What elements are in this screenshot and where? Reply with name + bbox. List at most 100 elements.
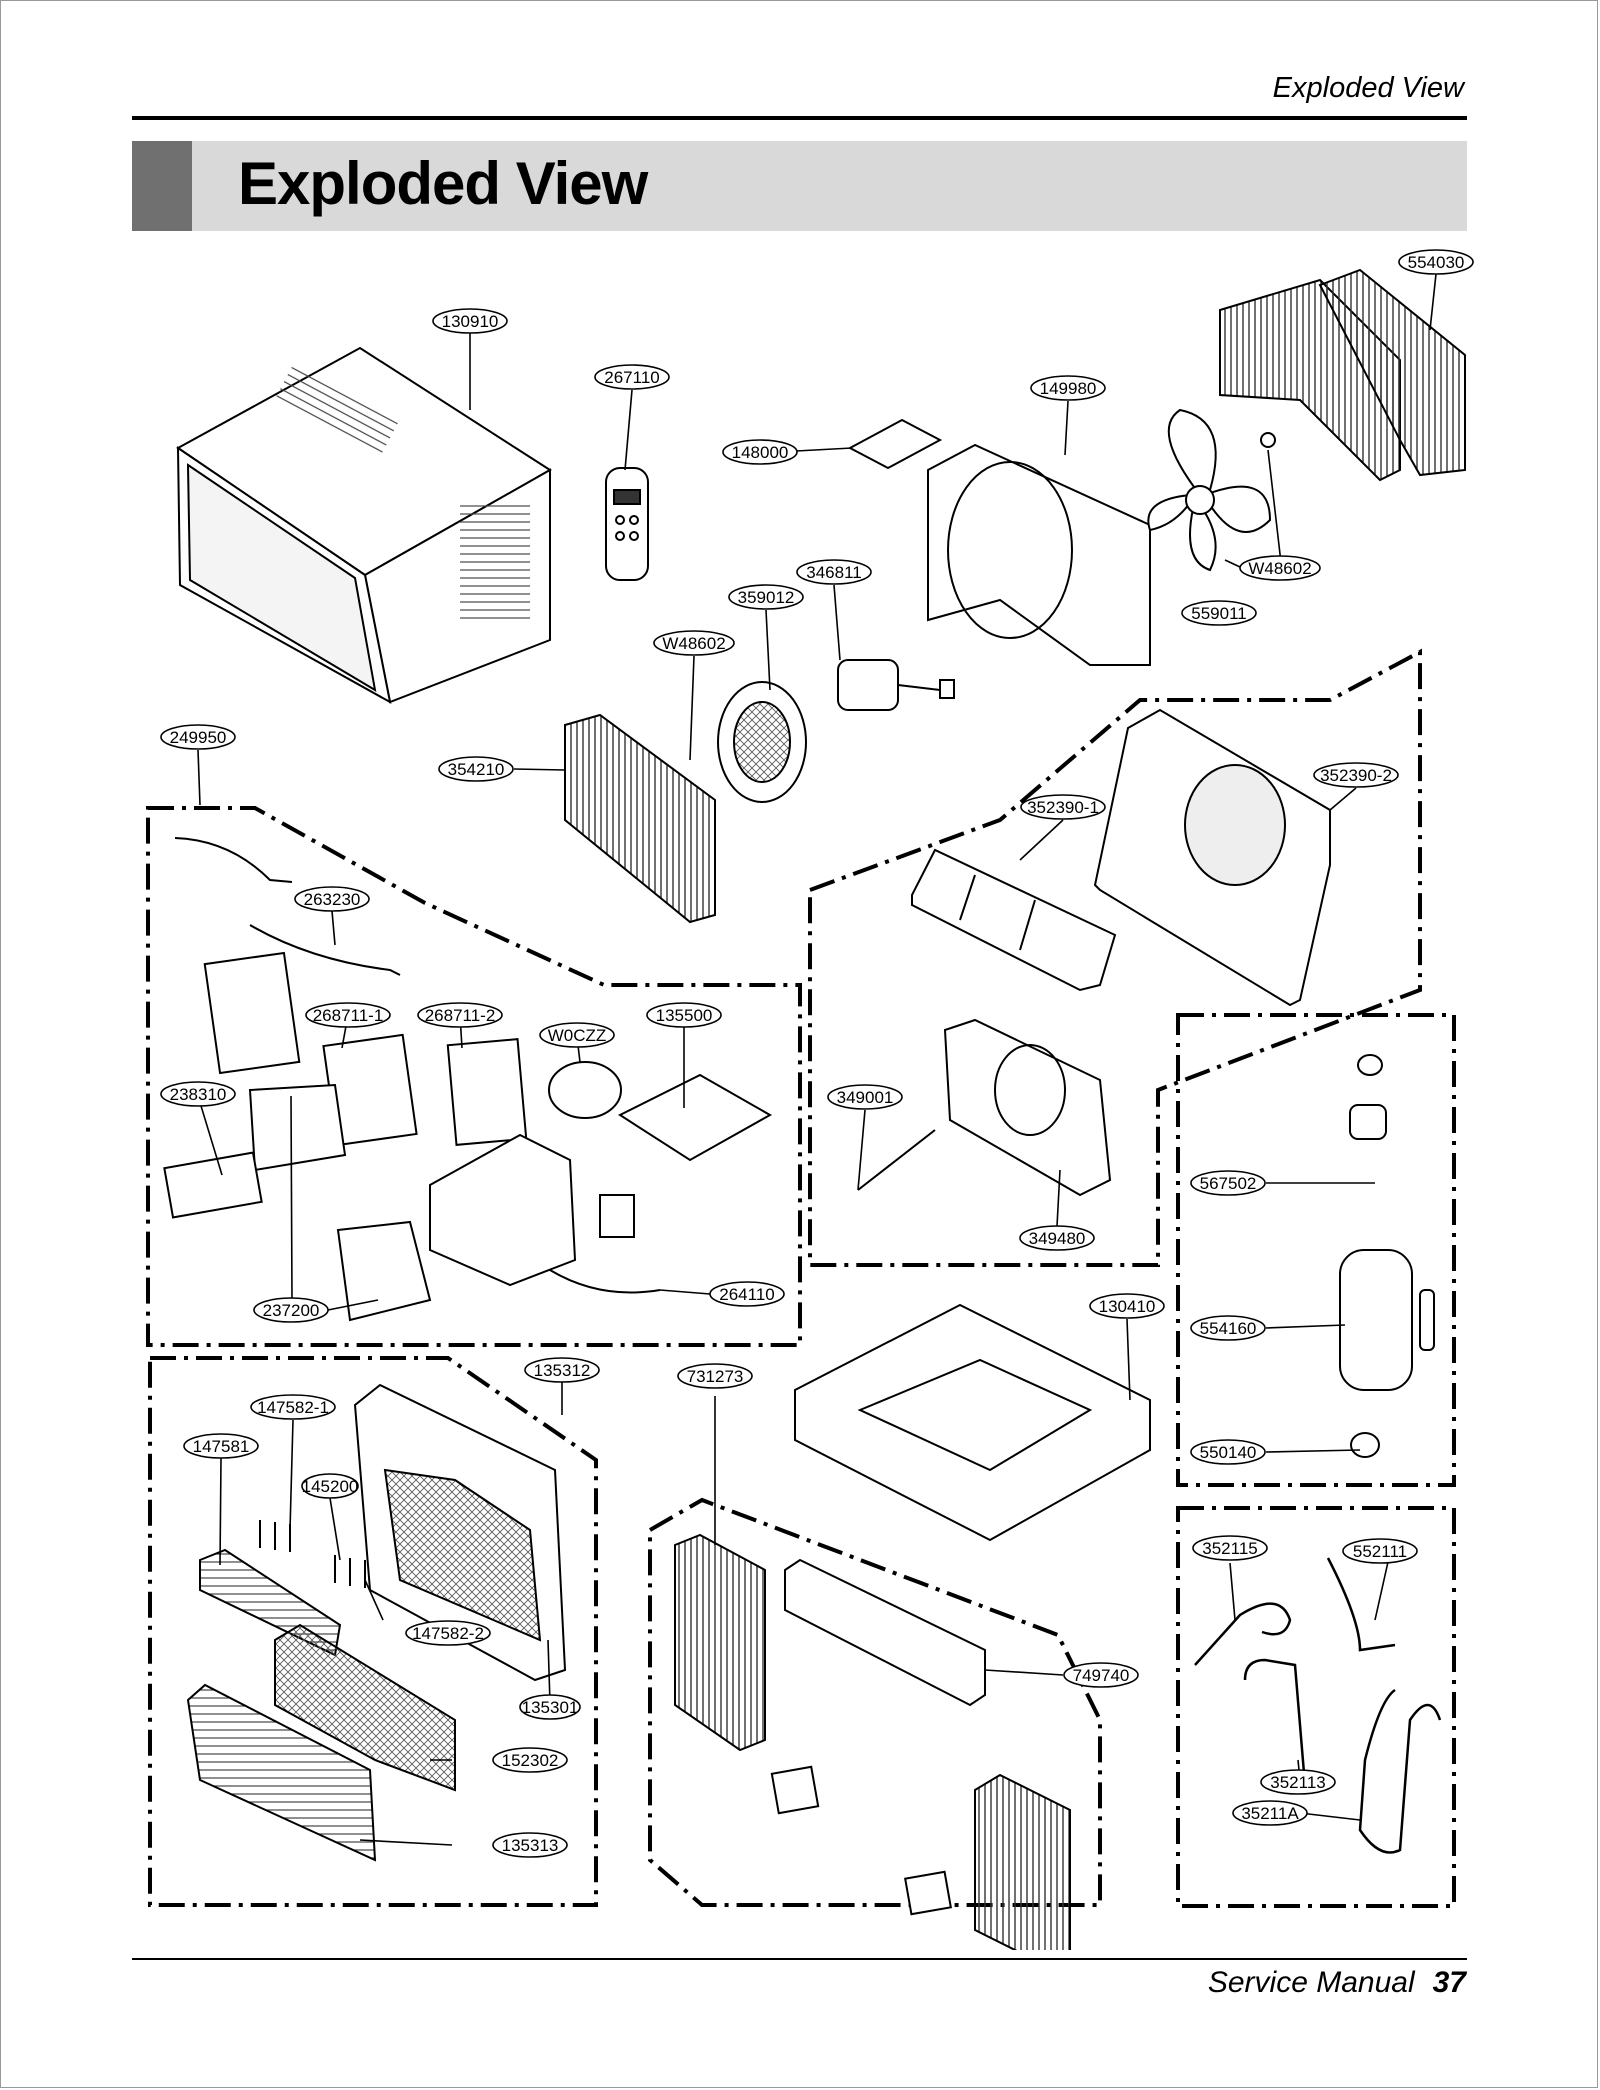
svg-text:264110: 264110 bbox=[719, 1285, 774, 1304]
part-label-359012: 359012 bbox=[728, 584, 804, 610]
svg-text:W48602: W48602 bbox=[662, 634, 725, 653]
header-rule bbox=[132, 116, 1467, 120]
svg-text:249950: 249950 bbox=[170, 728, 227, 747]
svg-text:554160: 554160 bbox=[1200, 1319, 1257, 1338]
svg-text:263230: 263230 bbox=[304, 890, 361, 909]
part-label-559011: 559011 bbox=[1181, 600, 1257, 626]
part-label-152302: 152302 bbox=[492, 1747, 568, 1773]
part-label-349001: 349001 bbox=[827, 1084, 903, 1110]
page-number: 37 bbox=[1432, 1966, 1466, 1999]
footer-rule bbox=[132, 1958, 1467, 1960]
controls-drawing bbox=[163, 837, 773, 1322]
title-band: Exploded View bbox=[132, 141, 1467, 231]
part-label-264110: 264110 bbox=[709, 1281, 785, 1307]
svg-text:238310: 238310 bbox=[170, 1085, 227, 1104]
front-grille-boundary bbox=[148, 1356, 598, 1907]
svg-text:147582-2: 147582-2 bbox=[412, 1624, 484, 1643]
part-label-145200: 145200 bbox=[301, 1473, 359, 1499]
running-header: Exploded View bbox=[1272, 72, 1464, 104]
part-label-w48602-b: W48602 bbox=[1239, 555, 1321, 581]
front-grille-drawing bbox=[186, 1383, 567, 1862]
part-label-550140: 550140 bbox=[1190, 1439, 1266, 1465]
svg-text:135500: 135500 bbox=[656, 1006, 713, 1025]
cabinet-drawing bbox=[176, 346, 552, 704]
part-label-135313: 135313 bbox=[492, 1832, 568, 1858]
svg-text:268711-2: 268711-2 bbox=[425, 1006, 496, 1025]
footer-manual-title: Service Manual bbox=[1207, 1966, 1415, 1999]
part-label-268711-1: 268711-1 bbox=[305, 1002, 391, 1028]
part-label-147581: 147581 bbox=[183, 1433, 259, 1459]
part-label-346811: 346811 bbox=[796, 559, 872, 585]
part-label-35211a: 35211A bbox=[1232, 1800, 1308, 1826]
compressor-drawing bbox=[1339, 1054, 1435, 1458]
part-label-callouts: 130910 267110 148000 149980 554030 34681… bbox=[160, 249, 1474, 1858]
group-boundaries bbox=[146, 648, 1456, 1908]
page-footer: Service Manual 37 bbox=[1208, 1966, 1466, 2000]
part-label-147582-2: 147582-2 bbox=[405, 1620, 491, 1646]
exploded-view-diagram: 130910 267110 148000 149980 554030 34681… bbox=[146, 249, 1474, 1950]
svg-text:359012: 359012 bbox=[738, 588, 795, 607]
svg-text:145200: 145200 bbox=[302, 1477, 359, 1496]
leader-lines bbox=[197, 273, 1437, 1846]
part-label-268711-2: 268711-2 bbox=[417, 1002, 503, 1028]
svg-text:352390-1: 352390-1 bbox=[1027, 798, 1099, 817]
svg-text:354210: 354210 bbox=[448, 760, 505, 779]
page-title: Exploded View bbox=[238, 150, 648, 217]
part-label-130910: 130910 bbox=[432, 308, 508, 334]
title-tab bbox=[132, 141, 192, 231]
condenser-coil-drawing bbox=[1219, 268, 1466, 482]
svg-text:149980: 149980 bbox=[1040, 379, 1097, 398]
orifice-drawing bbox=[857, 1018, 1112, 1197]
svg-text:349480: 349480 bbox=[1029, 1229, 1086, 1248]
part-label-149980: 149980 bbox=[1030, 375, 1106, 401]
part-label-352115: 352115 bbox=[1192, 1535, 1268, 1561]
part-label-352390-2: 352390-2 bbox=[1313, 762, 1399, 788]
svg-text:268711-1: 268711-1 bbox=[313, 1006, 384, 1025]
tubing-drawing bbox=[1194, 1557, 1442, 1854]
part-label-552111: 552111 bbox=[1342, 1538, 1418, 1564]
part-label-352390-1: 352390-1 bbox=[1020, 794, 1106, 820]
part-label-567502: 567502 bbox=[1190, 1170, 1266, 1196]
svg-text:152302: 152302 bbox=[502, 1751, 559, 1770]
propeller-fan-drawing bbox=[1147, 408, 1276, 572]
part-label-749740: 749740 bbox=[1063, 1662, 1139, 1688]
part-label-352113: 352113 bbox=[1260, 1769, 1336, 1795]
part-label-135500: 135500 bbox=[646, 1002, 722, 1028]
svg-text:237200: 237200 bbox=[263, 1301, 320, 1320]
svg-text:749740: 749740 bbox=[1073, 1666, 1130, 1685]
part-label-731273: 731273 bbox=[677, 1363, 753, 1389]
part-label-w0czz: W0CZZ bbox=[539, 1022, 615, 1048]
air-guide-drawing bbox=[911, 708, 1331, 1007]
svg-text:135313: 135313 bbox=[502, 1836, 559, 1855]
part-label-135312: 135312 bbox=[524, 1357, 600, 1383]
part-label-249950: 249950 bbox=[160, 724, 236, 750]
svg-text:148000: 148000 bbox=[732, 443, 789, 462]
part-label-135301: 135301 bbox=[519, 1694, 581, 1720]
part-label-349480: 349480 bbox=[1019, 1225, 1095, 1251]
svg-text:731273: 731273 bbox=[687, 1367, 744, 1386]
blower-motor-drawing bbox=[717, 659, 955, 803]
svg-text:35211A: 35211A bbox=[1241, 1804, 1299, 1823]
svg-text:130410: 130410 bbox=[1099, 1297, 1156, 1316]
svg-text:147581: 147581 bbox=[193, 1437, 250, 1456]
svg-text:567502: 567502 bbox=[1200, 1174, 1257, 1193]
svg-text:554030: 554030 bbox=[1408, 253, 1465, 272]
part-label-237200: 237200 bbox=[253, 1297, 329, 1323]
svg-text:559011: 559011 bbox=[1191, 604, 1246, 623]
part-label-w48602-a: W48602 bbox=[653, 630, 735, 656]
svg-text:349001: 349001 bbox=[837, 1088, 894, 1107]
svg-text:147582-1: 147582-1 bbox=[257, 1398, 329, 1417]
evaporator-coil-drawing bbox=[564, 713, 716, 924]
svg-text:550140: 550140 bbox=[1200, 1443, 1257, 1462]
controls-group-boundary bbox=[146, 806, 802, 1347]
svg-text:346811: 346811 bbox=[806, 563, 861, 582]
svg-text:135312: 135312 bbox=[534, 1361, 591, 1380]
side-panel-boundary bbox=[648, 1497, 1102, 1907]
base-pan-drawing bbox=[794, 1303, 1151, 1542]
blower-group-boundary bbox=[808, 648, 1422, 1267]
part-label-147582-1: 147582-1 bbox=[250, 1394, 336, 1420]
part-label-267110: 267110 bbox=[594, 364, 670, 390]
part-label-148000: 148000 bbox=[722, 439, 798, 465]
remote-drawing bbox=[605, 467, 649, 581]
